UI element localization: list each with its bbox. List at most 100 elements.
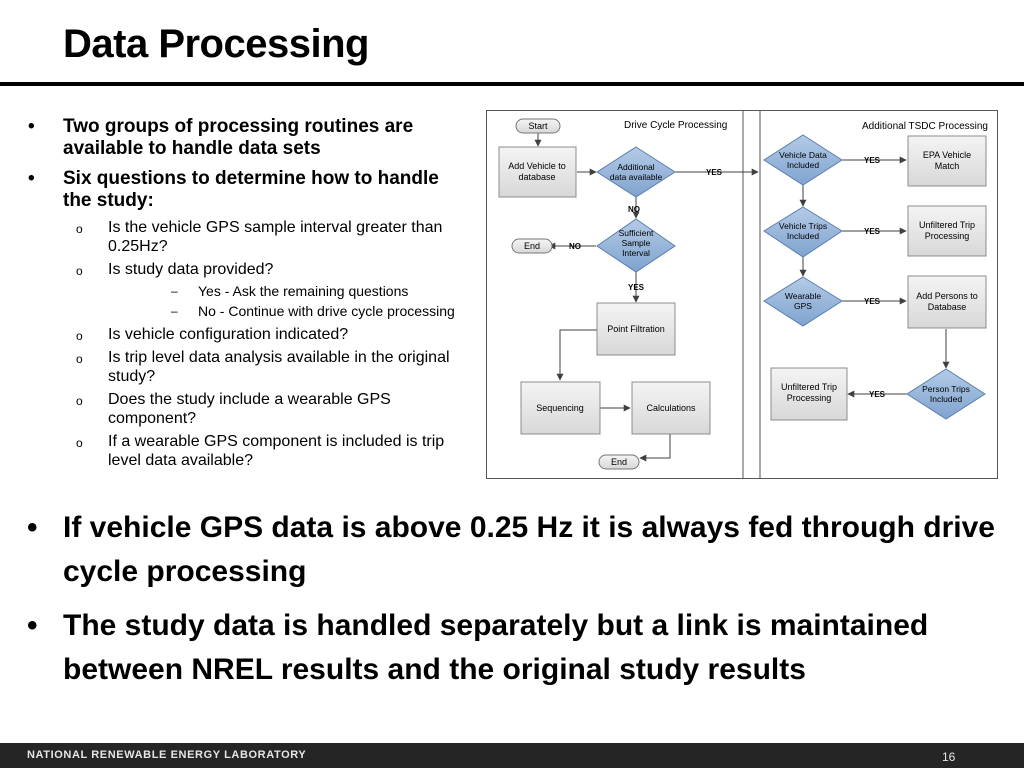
dash-marker: – (171, 284, 178, 298)
unfiltered-trip-label-1: Unfiltered Trip (919, 220, 975, 230)
unfiltered-trip-processing-box (770, 367, 848, 421)
question-item: o Is the vehicle GPS sample interval gre… (63, 218, 470, 256)
title-underline (0, 82, 1024, 86)
end-label: End (611, 457, 627, 467)
person-trips-label-2: Included (930, 394, 962, 404)
question-text: Is vehicle configuration indicated? (108, 326, 349, 343)
start-label: Start (528, 121, 548, 131)
bullet-marker: • (28, 168, 35, 189)
add-persons-box (907, 275, 987, 329)
yes-label: YES (864, 227, 881, 236)
question-list: o Is the vehicle GPS sample interval gre… (63, 218, 470, 470)
slide-title: Data Processing (63, 22, 369, 66)
epa-match-label-2: Match (935, 161, 960, 171)
question-item: o If a wearable GPS component is include… (63, 432, 470, 470)
end-label: End (524, 241, 540, 251)
vehicle-trips-label-1: Vehicle Trips (779, 221, 827, 231)
answer-item: – No - Continue with drive cycle process… (108, 301, 470, 321)
page-number: 16 (942, 750, 956, 764)
connector (639, 434, 671, 462)
bullet-marker: • (27, 511, 38, 544)
lane-title-additional: Additional TSDC Processing (862, 121, 988, 132)
vehicle-data-label-1: Vehicle Data (779, 150, 827, 160)
yes-label: YES (706, 168, 723, 177)
unfiltered-trip-label-2: Processing (925, 231, 970, 241)
sufficient-label-3: Interval (622, 248, 650, 258)
summary-bullet: • If vehicle GPS data is above 0.25 Hz i… (22, 506, 1012, 594)
yes-label: YES (628, 283, 645, 292)
yes-label: YES (864, 156, 881, 165)
question-item: o Is study data provided? – Yes - Ask th… (63, 260, 470, 321)
wearable-gps-decision (763, 276, 843, 327)
start-terminator (515, 118, 561, 134)
sub-bullet-marker: o (76, 352, 83, 366)
footer-organization: NATIONAL RENEWABLE ENERGY LABORATORY (27, 749, 307, 761)
no-label: NO (628, 205, 640, 214)
additional-data-decision (596, 146, 676, 198)
sequencing-box (520, 381, 601, 435)
sub-bullet-marker: o (76, 394, 83, 408)
sub-bullet-marker: o (76, 222, 83, 236)
question-text: Does the study include a wearable GPS co… (108, 391, 391, 427)
end-terminator (598, 454, 640, 470)
question-text: Is study data provided? (108, 261, 274, 278)
summary-bullet-list: • If vehicle GPS data is above 0.25 Hz i… (22, 506, 1012, 702)
unfiltered-trip-processing-box (907, 205, 987, 257)
connector (556, 329, 597, 381)
main-bullet-list: • Two groups of processing routines are … (22, 116, 470, 478)
yes-label: YES (864, 297, 881, 306)
vehicle-data-decision (763, 134, 843, 186)
lane-title-drive-cycle: Drive Cycle Processing (624, 120, 727, 131)
no-label: NO (569, 242, 581, 251)
add-vehicle-box (498, 146, 577, 198)
wearable-gps-label-1: Wearable (785, 291, 821, 301)
bullet-marker: • (28, 116, 35, 137)
sufficient-label-1: Sufficient (619, 228, 654, 238)
summary-bullet: • The study data is handled separately b… (22, 604, 1012, 692)
unfiltered-trip-label-2: Processing (787, 393, 832, 403)
question-item: o Is trip level data analysis available … (63, 348, 470, 386)
sufficient-label-2: Sample (622, 238, 651, 248)
bullet-text: Six questions to determine how to handle… (63, 168, 439, 211)
wearable-gps-label-2: GPS (794, 301, 812, 311)
bullet-processing-routines: • Two groups of processing routines are … (22, 116, 470, 160)
end-terminator (511, 238, 553, 254)
additional-data-label-1: Additional (617, 162, 654, 172)
sub-bullet-marker: o (76, 329, 83, 343)
dash-marker: – (171, 304, 178, 318)
answer-item: – Yes - Ask the remaining questions (108, 281, 470, 301)
sufficient-interval-decision (596, 218, 676, 273)
connectors-left (534, 133, 759, 462)
calculations-label: Calculations (646, 403, 696, 413)
epa-vehicle-match-box (907, 135, 987, 187)
vehicle-trips-label-2: Included (787, 231, 819, 241)
sub-bullet-marker: o (76, 436, 83, 450)
vehicle-data-label-2: Included (787, 160, 819, 170)
answer-list: – Yes - Ask the remaining questions – No… (108, 281, 470, 321)
question-text: Is the vehicle GPS sample interval great… (108, 219, 443, 255)
sub-bullet-marker: o (76, 264, 83, 278)
person-trips-label-1: Person Trips (922, 384, 970, 394)
yes-label: YES (869, 390, 886, 399)
question-item: o Does the study include a wearable GPS … (63, 390, 470, 428)
question-item: o Is vehicle configuration indicated? (63, 325, 470, 344)
epa-match-label-1: EPA Vehicle (923, 150, 971, 160)
answer-text: Yes - Ask the remaining questions (198, 283, 409, 299)
point-filtration-box (596, 302, 676, 356)
connectors-right (799, 156, 950, 398)
summary-text: If vehicle GPS data is above 0.25 Hz it … (63, 511, 995, 588)
bullet-text: Two groups of processing routines are av… (63, 116, 414, 159)
add-persons-label-2: Database (928, 302, 967, 312)
footer-bar: NATIONAL RENEWABLE ENERGY LABORATORY 16 (0, 743, 1024, 768)
summary-text: The study data is handled separately but… (63, 609, 929, 686)
processing-flowchart: Drive Cycle Processing Additional TSDC P… (486, 110, 998, 479)
calculations-box (631, 381, 711, 435)
add-vehicle-label-2: database (518, 172, 555, 182)
answer-text: No - Continue with drive cycle processin… (198, 303, 455, 319)
bullet-marker: • (27, 609, 38, 642)
person-trips-decision (906, 368, 986, 420)
sequencing-label: Sequencing (536, 403, 584, 413)
question-text: Is trip level data analysis available in… (108, 349, 450, 385)
unfiltered-trip-label-1: Unfiltered Trip (781, 382, 837, 392)
additional-data-label-2: data available (610, 172, 663, 182)
